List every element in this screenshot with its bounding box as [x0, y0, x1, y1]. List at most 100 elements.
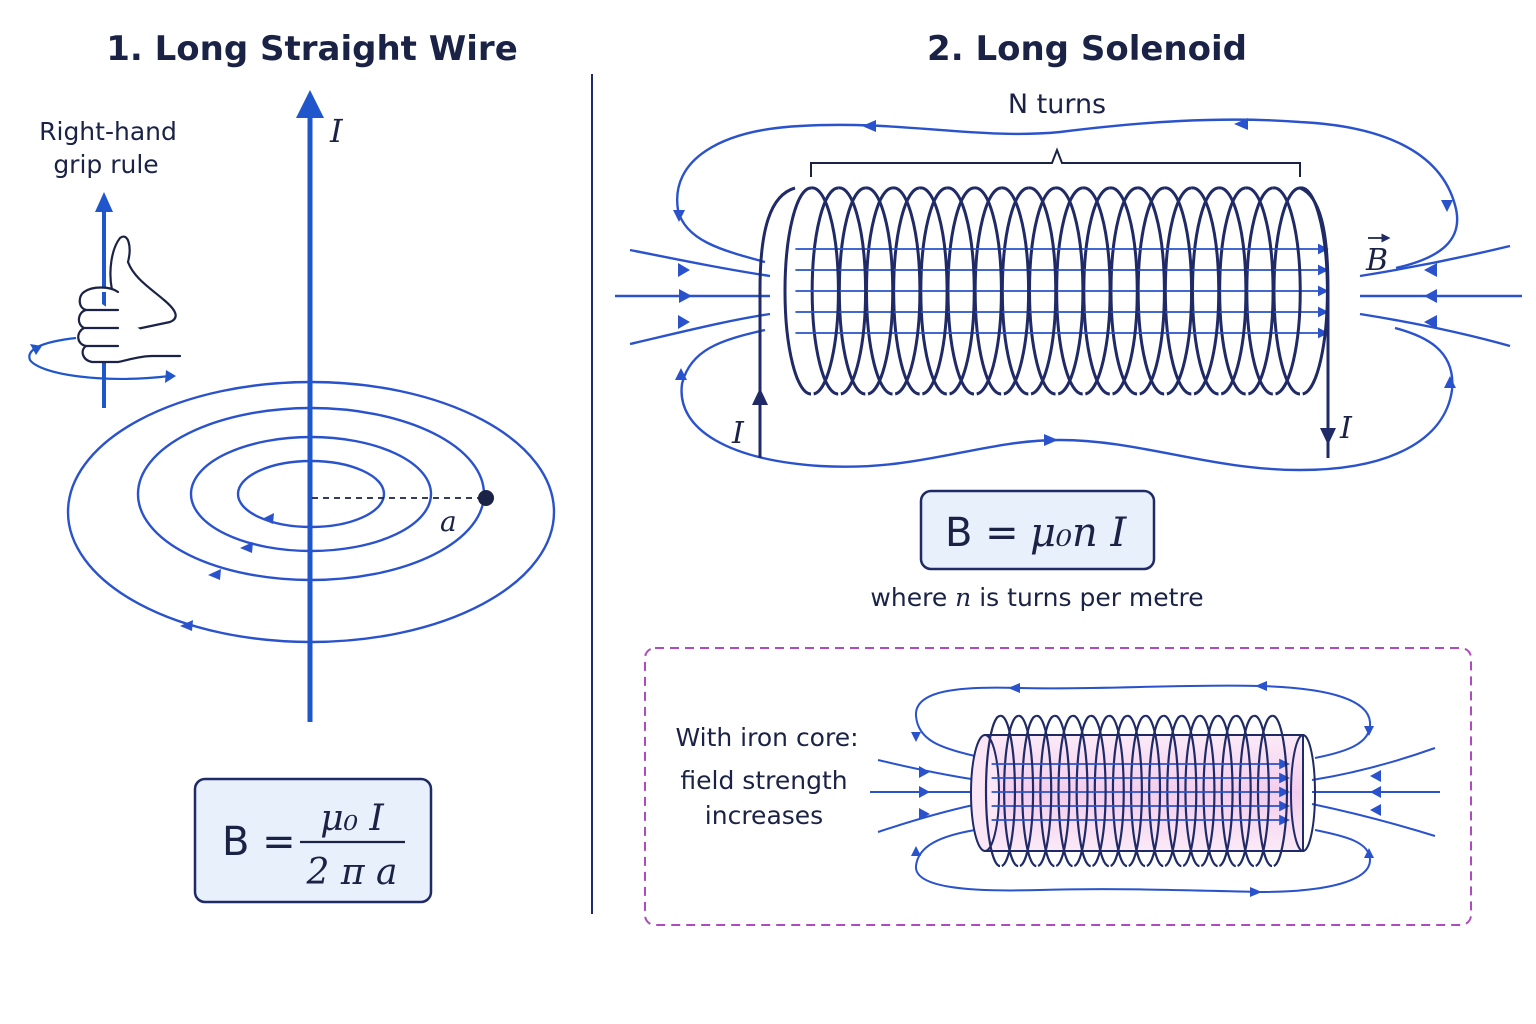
coil-turn-front [1144, 714, 1162, 868]
coil-turn-front [892, 186, 922, 396]
coil-turn-front [1180, 714, 1198, 868]
iron-core-inset-box [644, 647, 1472, 926]
coil-turn-front [1082, 186, 1112, 396]
coil-turn-front [1272, 186, 1302, 396]
solenoid-formula-box [919, 489, 1156, 571]
coil-turn-front [1163, 186, 1194, 396]
coil-turn-front [1218, 186, 1248, 396]
coil-turn-front [1108, 714, 1125, 868]
iron-core-outer-field-lines [914, 684, 1372, 894]
coil-turn-front [999, 714, 1017, 868]
right-panel-title: 2. Long Solenoid [927, 29, 1247, 69]
wire-field-direction-arrows [180, 513, 274, 631]
coil-turn-front [1245, 186, 1275, 396]
coil-turn-back [1220, 714, 1236, 868]
solenoid-formula-note: where n is turns per metre [870, 583, 1203, 612]
coil-turn-back [984, 714, 1001, 868]
solenoid-outer-arrows [673, 118, 1456, 446]
hand-icon [77, 235, 182, 364]
coil-turn-back [1039, 714, 1055, 868]
formula-note-variable: n [955, 583, 971, 612]
coil-turn-back [1184, 714, 1200, 868]
wire-current-arrow [296, 90, 324, 118]
radius-label: a [440, 505, 457, 538]
wire-formula-numerator: μ₀ I [320, 798, 384, 839]
solenoid-interior-field-lines [795, 243, 1329, 339]
lead-wire-out [1299, 186, 1330, 458]
iron-core-text-line3: increases [705, 801, 823, 830]
grip-rule-illustration [28, 192, 182, 408]
turns-label: N turns [1008, 89, 1106, 120]
wire-formula-denominator: 2 π a [306, 852, 398, 893]
iron-core-arrows [911, 681, 1381, 897]
coil-turn-front [1199, 714, 1216, 868]
coil-turn-back [1003, 714, 1019, 868]
solenoid-formula-rhs: μ₀n I [1030, 510, 1128, 556]
coil-turn-front [810, 186, 840, 396]
coil-turn-front [1090, 714, 1107, 868]
grip-rule-label-line1: Right-hand [39, 117, 177, 146]
coil-turn-front [919, 186, 949, 396]
coil-turn-front [1072, 714, 1089, 868]
current-in-arrow [752, 388, 768, 405]
solenoid-fringe-lines-left [615, 248, 771, 346]
iron-core-interior-field-lines [991, 758, 1290, 826]
formula-note-prefix: where [870, 583, 947, 612]
iron-core-text-line1: With iron core: [675, 723, 858, 752]
iron-core-text-line2: field strength [680, 766, 847, 795]
left-panel-title: 1. Long Straight Wire [106, 29, 518, 69]
coil-turn-back [1075, 714, 1091, 868]
coil-turn-front [1055, 186, 1085, 396]
iron-core-coil-front [999, 714, 1289, 868]
coil-turn-front [837, 186, 868, 396]
coil-turn-back [1256, 714, 1273, 868]
coil-turn-back [1129, 714, 1146, 868]
coil-turn-front [1162, 714, 1180, 868]
solenoid-fringe-arrows [678, 263, 1437, 329]
coil-turn-front [946, 186, 976, 396]
coil-turn-front [973, 186, 1003, 396]
coil-turn-front [1000, 186, 1031, 396]
radius-point [478, 490, 494, 506]
coil-turn-back [1021, 714, 1037, 868]
solenoid-formula-lhs: B = [945, 510, 1019, 556]
coil-turn-front [1136, 186, 1166, 396]
coil-turn-front [1109, 186, 1139, 396]
coil-turn-back [1057, 714, 1073, 868]
coil-turn-front [1253, 714, 1270, 868]
turns-brace [810, 147, 1301, 177]
current-out-label: I [1339, 411, 1353, 446]
formula-note-suffix: is turns per metre [979, 583, 1203, 612]
coil-turn-front [1126, 714, 1143, 868]
field-vector-label: B [1365, 243, 1388, 278]
up-arrow-icon [95, 192, 113, 212]
coil-turn-back [1148, 714, 1164, 868]
lead-wire-in [758, 186, 796, 458]
solenoid-outer-field-lines [675, 118, 1459, 472]
coil-turn-back [783, 186, 812, 396]
current-out-arrow [1320, 428, 1336, 445]
coil-turn-front [1035, 714, 1053, 868]
coil-turn-back [1238, 714, 1255, 868]
wire-formula-box [193, 777, 433, 904]
coil-turn-back [1093, 714, 1110, 868]
grip-rule-label-line2: grip rule [53, 150, 158, 179]
current-in-label: I [731, 416, 745, 451]
coil-turn-front [865, 186, 895, 396]
rotation-arrow-icon [28, 336, 171, 380]
coil-turn-front [1271, 714, 1289, 868]
coil-turn-back [1111, 714, 1128, 868]
coil-turn-front [1054, 714, 1071, 868]
coil-turn-front [1235, 714, 1252, 868]
iron-core-end-right [1290, 734, 1316, 852]
wire-formula-lhs: B = [222, 819, 296, 865]
coil-turn-back [1202, 714, 1218, 868]
wire-current-label: I [329, 112, 344, 150]
iron-core-coil-back [984, 714, 1273, 868]
solenoid-coil-front [810, 186, 1329, 396]
coil-turn-back [1166, 714, 1182, 868]
coil-turn-front [1017, 714, 1035, 868]
coil-turn-front [1028, 186, 1058, 396]
coil-turn-front [1191, 186, 1221, 396]
